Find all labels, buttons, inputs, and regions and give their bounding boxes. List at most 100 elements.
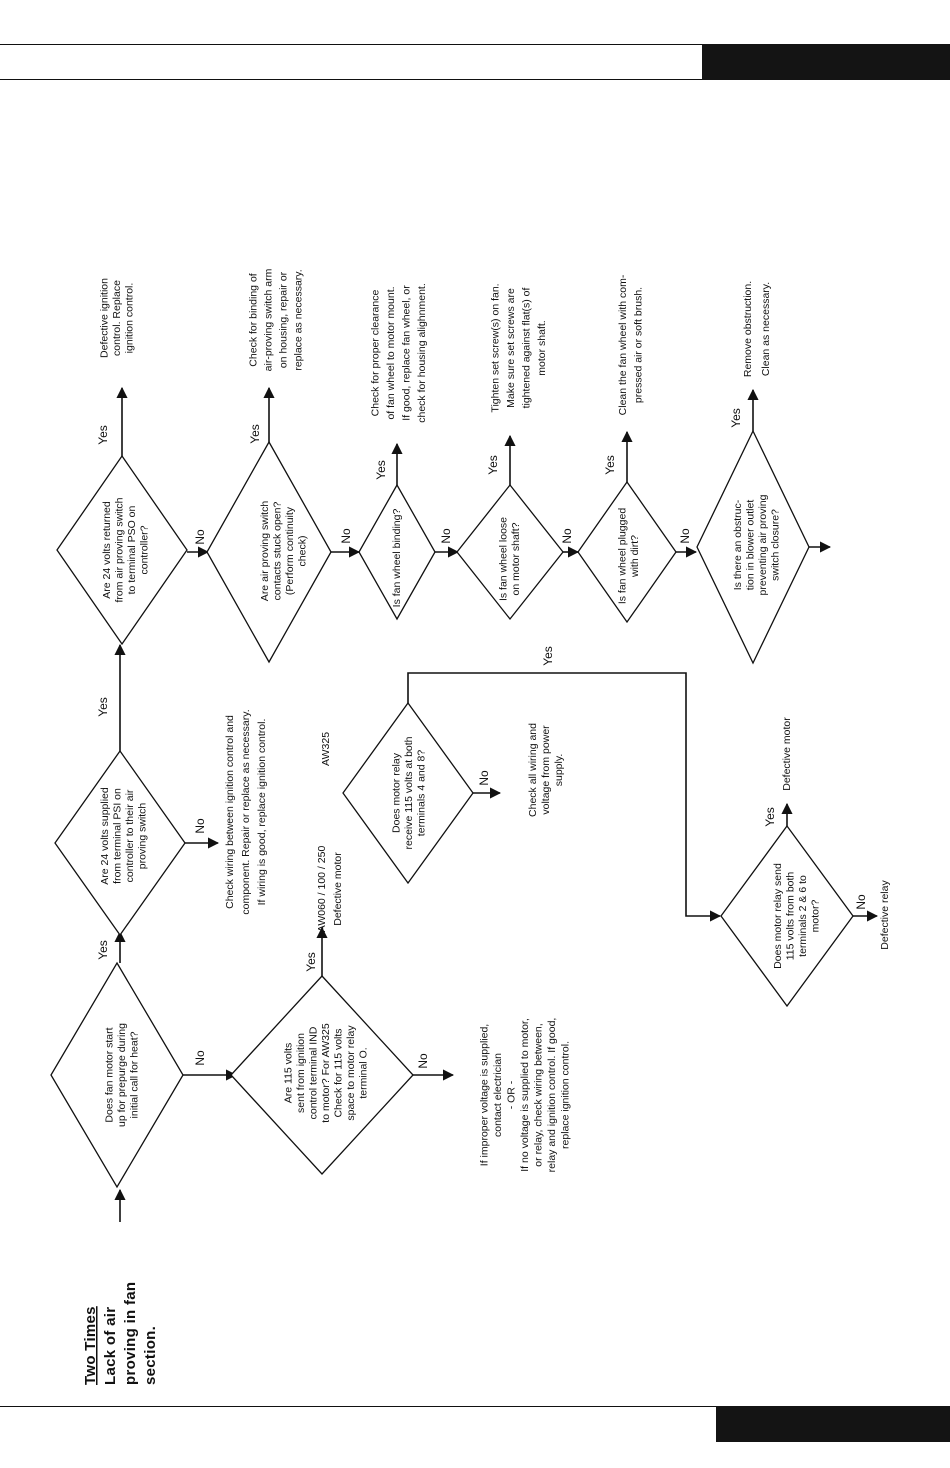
label-yes-obstruction: Yes bbox=[729, 408, 743, 428]
outcome-defective-ignition-line: ignition control. bbox=[123, 283, 135, 354]
outcome-check-wiring: Check wiring between ignition control an… bbox=[224, 709, 268, 914]
label-yes-stuck-line: Yes bbox=[248, 424, 262, 444]
outcome-improper-voltage-line: If improper voltage is supplied, bbox=[478, 1024, 490, 1166]
decision-obstruction bbox=[696, 429, 810, 665]
section-title-underlined: Two Times bbox=[82, 1306, 99, 1385]
decision-115v-ind-text-line: Are 115 volts bbox=[282, 1043, 294, 1104]
outcome-improper-voltage-line: relay and ignition control. If good, bbox=[546, 1018, 558, 1173]
outcome-remove-obstruction-line: Remove obstruction. bbox=[742, 281, 754, 377]
decision-relay-send-text-line: Does motor relay send bbox=[772, 863, 784, 969]
decision-contacts-stuck-text-line: (Perform continuity bbox=[284, 506, 296, 595]
outcome-tighten-line: Tighten set screw(s) on fan. bbox=[490, 283, 502, 412]
decision-24v-psi-text-line: Are 24 volts supplied bbox=[99, 787, 111, 885]
decision-obstruction-text-line: switch closure? bbox=[770, 509, 782, 581]
label-no-115-line: No bbox=[416, 1053, 430, 1069]
label-no-loose: No bbox=[560, 528, 574, 544]
label-yes-pso-line: Yes bbox=[96, 425, 110, 445]
outcome-aw325: AW325 bbox=[320, 732, 332, 766]
decision-relay-receive-text-line: terminals 4 and 8? bbox=[415, 750, 427, 837]
label-no-loose-line: No bbox=[560, 528, 574, 544]
connectors bbox=[114, 386, 879, 1222]
header-tab bbox=[702, 44, 950, 80]
decision-fan-plugged bbox=[577, 480, 677, 624]
outcome-check-power-line: supply. bbox=[553, 754, 565, 787]
outcome-improper-voltage-line: or relay, check wiring between, bbox=[532, 1023, 544, 1166]
decision-relay-receive bbox=[342, 701, 474, 885]
decision-24v-psi-text-line: controller to their air bbox=[124, 789, 136, 882]
label-no-binding: No bbox=[439, 528, 453, 544]
outcome-check-binding-line: Check for binding of bbox=[247, 273, 259, 366]
decision-fan-prepurge-text-line: up for prepurge during bbox=[116, 1023, 128, 1127]
decision-24v-psi-text-line: proving switch bbox=[137, 803, 149, 870]
label-yes-stuck: Yes bbox=[248, 424, 262, 444]
decision-fan-loose bbox=[456, 483, 564, 621]
outcome-check-binding-line: air-proving switch arm bbox=[262, 268, 274, 371]
label-no-pso: No bbox=[193, 529, 207, 545]
decision-24v-pso bbox=[56, 454, 188, 646]
label-yes-prepurge: Yes bbox=[96, 940, 110, 960]
decision-contacts-stuck-text-line: Are air proving switch bbox=[259, 501, 271, 602]
decision-115v-ind-text-line: Check for 115 volts bbox=[332, 1028, 344, 1117]
decision-24v-psi bbox=[54, 749, 186, 937]
decision-fan-loose-text-line: on motor shaft? bbox=[510, 522, 522, 595]
label-yes-relay-receive-line: Yes bbox=[541, 646, 555, 666]
decision-115v-ind-text-line: space to motor relay bbox=[345, 1025, 357, 1121]
outcome-clean-line: Clean the fan wheel with com- bbox=[617, 274, 629, 415]
decision-fan-binding-text-line: Is fan wheel binding? bbox=[391, 509, 403, 608]
decision-contacts-stuck-text-line: check) bbox=[297, 536, 309, 567]
decision-fan-prepurge-text-line: Does fan motor start bbox=[103, 1027, 115, 1122]
decision-relay-receive-text-line: receive 115 volts at both bbox=[403, 736, 415, 849]
decision-relay-receive-text-line: Does motor relay bbox=[390, 752, 402, 833]
decision-115v-ind bbox=[230, 975, 414, 1175]
decision-fan-binding-text: Is fan wheel binding? bbox=[391, 509, 403, 608]
decision-fan-loose-text-line: Is fan wheel loose bbox=[498, 517, 510, 601]
label-no-stuck-line: No bbox=[339, 528, 353, 544]
decision-relay-send-text-line: terminals 2 & 6 to bbox=[797, 875, 809, 957]
label-yes-plugged: Yes bbox=[603, 455, 617, 475]
label-yes-relay-send-line: Yes bbox=[763, 807, 777, 827]
decision-fan-plugged-text-line: with dirt? bbox=[629, 535, 641, 578]
label-yes-psi: Yes bbox=[96, 697, 110, 717]
decision-obstruction-text: Is there an obstruc-tion in blower outle… bbox=[732, 494, 782, 595]
decision-obstruction-text-line: preventing air proving bbox=[757, 494, 769, 595]
label-no-prepurge: No bbox=[193, 1050, 207, 1066]
label-yes-binding-line: Yes bbox=[374, 460, 388, 480]
label-no-binding-line: No bbox=[439, 528, 453, 544]
label-yes-prepurge-line: Yes bbox=[96, 940, 110, 960]
label-yes-relay-receive: Yes bbox=[541, 646, 555, 666]
label-no-stuck: No bbox=[339, 528, 353, 544]
outcome-clean-line: pressed air or soft brush. bbox=[633, 287, 645, 403]
outcome-defective-relay: Defective relay bbox=[879, 880, 891, 950]
decision-fan-binding bbox=[358, 483, 436, 621]
outcome-check-wiring-line: component. Repair or replace as necessar… bbox=[240, 709, 252, 914]
decision-fan-prepurge bbox=[50, 961, 184, 1189]
label-no-relay-receive: No bbox=[477, 770, 491, 786]
outcome-tighten-line: motor shaft. bbox=[536, 320, 548, 375]
footer-tab bbox=[716, 1406, 950, 1442]
outcome-defective-relay-line: Defective relay bbox=[879, 880, 891, 950]
label-yes-115: Yes bbox=[304, 952, 318, 972]
label-no-relay-send-line: No bbox=[854, 894, 868, 910]
outcome-aw060-defective-motor-line: AW060 / 100 / 250 bbox=[316, 846, 328, 933]
label-yes-plugged-line: Yes bbox=[603, 455, 617, 475]
outcome-clearance-line: Check for proper clearance bbox=[370, 290, 382, 417]
decision-obstruction-text-line: Is there an obstruc- bbox=[732, 499, 744, 590]
decision-115v-ind-text-line: control terminal IND bbox=[307, 1026, 319, 1119]
label-no-psi-line: No bbox=[193, 818, 207, 834]
outcome-check-power-line: voltage from power bbox=[540, 725, 552, 815]
outcome-clearance-line: of fan wheel to motor mount. bbox=[385, 286, 397, 419]
label-no-115: No bbox=[416, 1053, 430, 1069]
outcome-aw325-line: AW325 bbox=[320, 732, 332, 766]
decision-24v-pso-text-line: from air proving switch bbox=[114, 497, 126, 602]
label-no-pso-line: No bbox=[193, 529, 207, 545]
